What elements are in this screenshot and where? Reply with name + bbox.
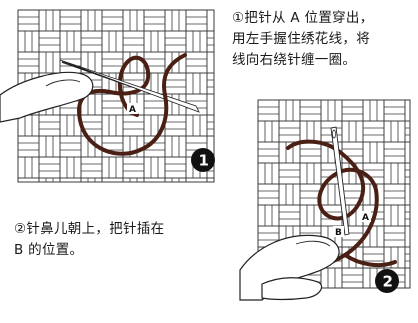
step2-point-a-label: A xyxy=(362,213,369,223)
step1-badge-number: 1 xyxy=(199,152,209,170)
step2-line-1: ②针鼻儿朝上，把针插在 xyxy=(14,221,165,237)
step2-thumb xyxy=(261,277,323,301)
step2-needle xyxy=(330,126,350,236)
step2-line-2: B 的位置。 xyxy=(14,242,84,258)
step2-instruction: ②针鼻儿朝上，把针插在 B 的位置。 xyxy=(14,219,164,261)
step1-line-2: 用左手握住绣花线，将 xyxy=(232,31,370,47)
step1-point-a-bg xyxy=(127,103,138,114)
step1-fingernail xyxy=(45,79,81,87)
step2-point-b-label: B xyxy=(335,228,342,238)
step2-badge xyxy=(375,269,399,293)
step2-thread-upper xyxy=(286,139,366,221)
step1-finger xyxy=(0,71,94,123)
step1-line-1: ①把针从 A 位置穿出， xyxy=(232,10,374,26)
step2-point-a-bg xyxy=(360,211,371,222)
step2-fingernail xyxy=(295,240,331,247)
step2-point-b-bg xyxy=(333,226,344,237)
step2-badge-number: 2 xyxy=(383,273,393,291)
step1-thread-tail xyxy=(77,53,187,156)
step2-thread-tail xyxy=(343,253,397,268)
step1-line-3: 线向右绕针缠一圈。 xyxy=(232,52,357,68)
step1-instruction: ①把针从 A 位置穿出， 用左手握住绣花线，将 线向右绕针缠一圈。 xyxy=(232,8,374,71)
step1-thread-loop xyxy=(108,55,151,117)
step1-badge xyxy=(191,148,215,172)
step1-point-a-label: A xyxy=(129,105,136,115)
step2-needle-eye xyxy=(332,129,336,139)
